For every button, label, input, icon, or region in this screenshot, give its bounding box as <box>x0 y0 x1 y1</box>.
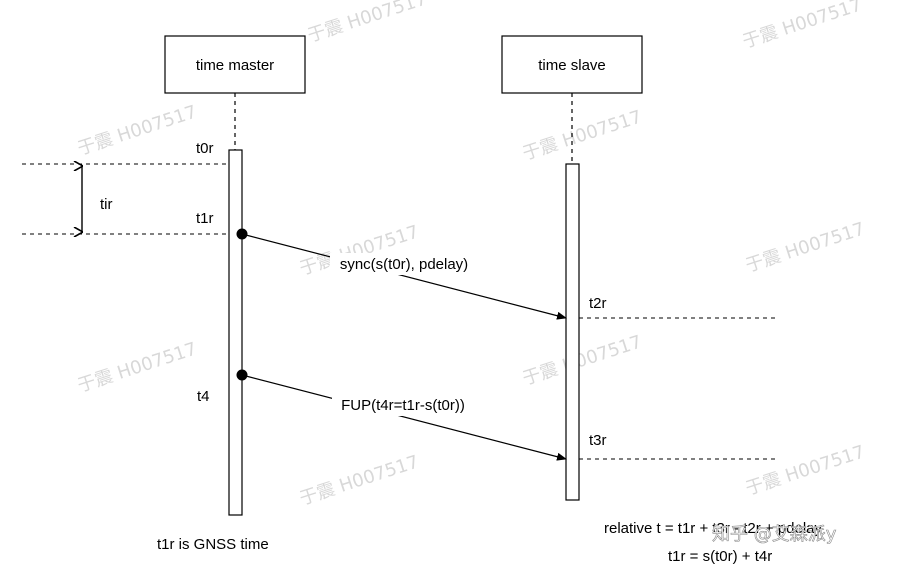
sync-message: sync(s(t0r), pdelay) <box>236 228 567 320</box>
watermark: 于震 H007517 <box>75 338 199 396</box>
master-box <box>164 35 306 94</box>
watermark: 于震 H007517 <box>743 218 867 276</box>
fup-message: FUP(t4r=t1r-s(t0r)) <box>236 369 567 461</box>
sync-label-bg <box>330 253 478 275</box>
fup-arrow <box>241 374 567 461</box>
t3r-label: t3r <box>589 432 607 449</box>
watermark: 于震 H007517 <box>520 106 644 164</box>
t4-label: t4 <box>197 388 210 405</box>
watermark: 于震 H007517 <box>297 451 421 509</box>
master-activation <box>228 149 243 516</box>
t0r-label: t0r <box>196 140 214 157</box>
participant-master: time master <box>164 35 306 94</box>
slave-activation <box>565 163 580 501</box>
participant-slave: time slave <box>501 35 643 94</box>
slave-label: time slave <box>538 57 606 74</box>
t1r-label: t1r <box>196 210 214 227</box>
sync-origin-dot <box>236 228 248 240</box>
watermark: 于震 H007517 <box>520 331 644 389</box>
fup-label-bg <box>332 394 474 416</box>
watermark: 于震 H007517 <box>740 0 864 53</box>
credit-watermark: 知乎 @艾森派y <box>712 524 837 545</box>
sync-label: sync(s(t0r), pdelay) <box>340 256 468 273</box>
slave-box <box>501 35 643 94</box>
fup-label: FUP(t4r=t1r-s(t0r)) <box>341 397 465 414</box>
watermark: 于震 H007517 <box>743 441 867 499</box>
fup-origin-dot <box>236 369 248 381</box>
watermark: 于震 H007517 <box>75 101 199 159</box>
t2r-label: t2r <box>589 295 607 312</box>
tir-label: tir <box>100 196 113 213</box>
relative-time-note: relative t = t1r + t3r - t2r + pdelay <box>604 520 823 537</box>
watermark: 于震 H007517 <box>305 0 429 47</box>
sync-arrow <box>241 233 567 320</box>
master-label: time master <box>196 57 274 74</box>
formula-note: t1r = s(t0r) + t4r <box>668 548 772 565</box>
gnss-note: t1r is GNSS time <box>157 536 269 553</box>
